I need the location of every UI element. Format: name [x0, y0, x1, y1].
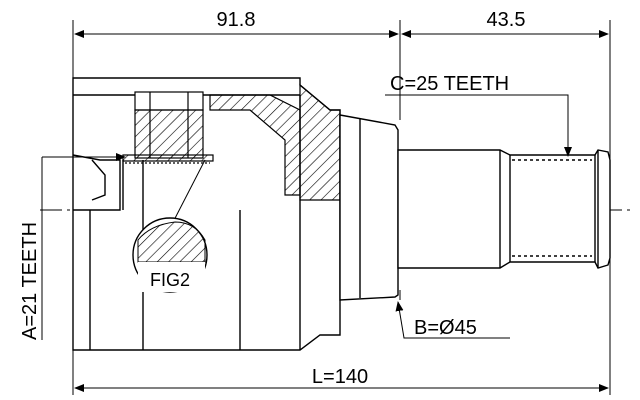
tripod-bearing [122, 91, 214, 164]
dimension-top-right: 43.5 [487, 9, 526, 31]
leader-spline-outer [385, 94, 572, 157]
stub-shaft [397, 149, 611, 269]
leader-diameter [395, 301, 510, 339]
callout-spline-inner: A=21 TEETH [19, 222, 41, 340]
fig2-detail [132, 159, 208, 293]
leader-spline-inner [41, 153, 126, 340]
dimension-bottom: L=140 [312, 366, 368, 388]
shaft-collar [339, 114, 399, 301]
dimension-top-left: 91.8 [217, 9, 256, 31]
callout-spline-outer: C=25 TEETH [390, 73, 509, 95]
callout-diameter: B=Ø45 [414, 317, 477, 339]
figure-label: FIG2 [150, 270, 190, 290]
housing-section-hatch [209, 83, 341, 201]
